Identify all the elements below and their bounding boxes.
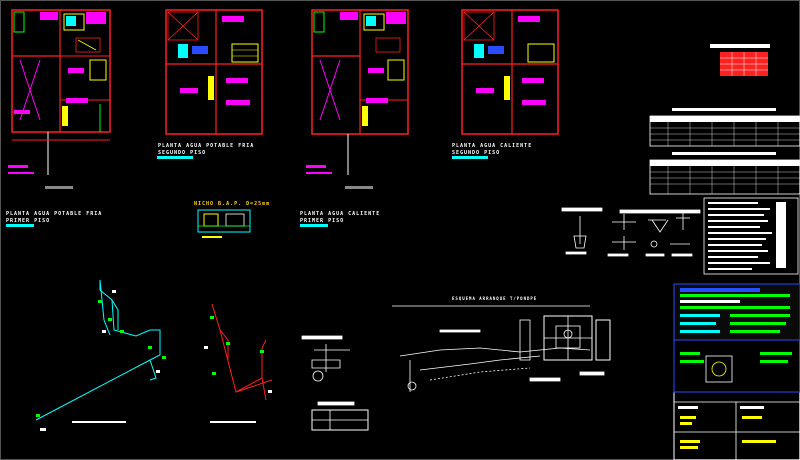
quantity-table-2 xyxy=(649,152,800,195)
empalme-title: ESQUEMA ARRANQUE T/PONDPE xyxy=(452,296,538,301)
quantity-table-1 xyxy=(649,108,800,147)
meter-detail xyxy=(301,335,369,431)
nicho-detail xyxy=(197,209,251,238)
plan-3-first-floor-hot xyxy=(306,9,409,189)
plan-3-title: PLANTA AGUA CALIENTE xyxy=(300,211,381,217)
isometric-cold-water xyxy=(35,279,166,431)
plan-2-title-underline xyxy=(157,156,193,159)
plan-1-first-floor-cold xyxy=(8,9,111,189)
plan-4-title-underline xyxy=(452,156,488,159)
empalme-scheme xyxy=(392,305,611,392)
plan-2-subtitle: SEGUNDO PISO xyxy=(158,150,207,156)
nicho-title: NICHO B.A.P. D=25mm xyxy=(194,201,271,207)
plan-4-title: PLANTA AGUA CALIENTE xyxy=(452,143,533,149)
plan-1-title: PLANTA AGUA POTABLE FRIA xyxy=(6,211,103,217)
plan-1-title-underline xyxy=(6,224,34,227)
plan-1-subtitle: PRIMER PISO xyxy=(6,218,51,224)
plan-4-second-floor-hot xyxy=(461,9,559,135)
isometric-hot-water xyxy=(204,303,273,423)
plan-2-second-floor-cold xyxy=(165,9,263,135)
plan-3-title-underline xyxy=(300,224,328,227)
plan-3-subtitle: PRIMER PISO xyxy=(300,218,345,224)
plan-4-subtitle: SEGUNDO PISO xyxy=(452,150,501,156)
fitting-details xyxy=(561,207,701,257)
plan-2-title: PLANTA AGUA POTABLE FRIA xyxy=(158,143,255,149)
specification-list xyxy=(703,197,799,275)
title-block xyxy=(673,283,800,460)
legend-table-small xyxy=(710,44,770,76)
